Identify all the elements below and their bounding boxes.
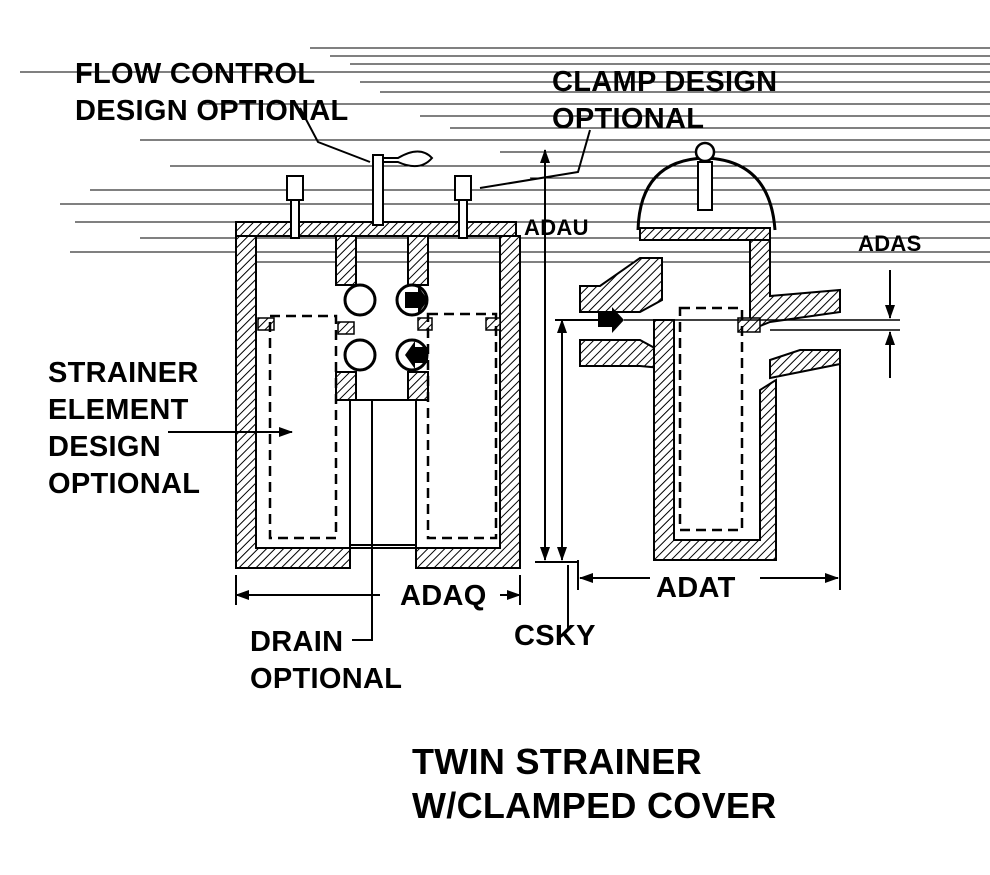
clamp-design-label: CLAMP DESIGN OPTIONAL — [552, 64, 777, 138]
dimension-lines — [168, 107, 895, 641]
left-strainer-element — [268, 314, 338, 540]
drain-label: DRAIN OPTIONAL — [250, 624, 402, 698]
scan-streaks — [20, 47, 990, 263]
strainer-element-line-3: DESIGN — [48, 431, 161, 463]
flow-control-handle — [372, 154, 384, 226]
right-strainer-element — [426, 312, 498, 540]
dim-right-pipe-label: ADAS — [858, 231, 922, 256]
flow-control-line-2: DESIGN OPTIONAL — [75, 95, 349, 127]
strainer-element-line-4: OPTIONAL — [48, 468, 201, 500]
right-chamber-wall — [415, 235, 521, 569]
title-line-1: TWIN STRAINER — [412, 741, 702, 782]
strainer-bowl — [653, 319, 777, 561]
drain-channel — [349, 399, 417, 549]
strainer-element-line-2: ELEMENT — [48, 394, 189, 426]
flow-arrow-icon — [405, 286, 428, 314]
diagram-title: TWIN STRAINER W/CLAMPED COVER — [412, 740, 777, 828]
flow-control-label: FLOW CONTROL DESIGN OPTIONAL — [75, 56, 349, 130]
outlet-pipe — [749, 239, 841, 332]
flow-arrow-icon — [405, 341, 428, 369]
drain-line-2: OPTIONAL — [250, 663, 403, 695]
flow-arrow-icon — [598, 307, 624, 333]
clamp-design-line-1: CLAMP DESIGN — [552, 66, 778, 98]
twin-strainer-body — [235, 150, 521, 569]
valve-bulb — [343, 283, 377, 317]
clamped-strainer-body — [579, 141, 900, 561]
title-line-2: W/CLAMPED COVER — [412, 785, 777, 826]
left-chamber-wall — [235, 235, 351, 569]
strainer-element — [678, 306, 744, 532]
inlet-pipe — [579, 257, 663, 313]
dim-height-label: CSKY — [514, 620, 596, 652]
dim-port-offset-label: ADAT — [656, 572, 736, 604]
strainer-element-line-1: STRAINER — [48, 357, 199, 389]
dim-width-label: ADAQ — [400, 580, 487, 612]
drain-line-1: DRAIN — [250, 626, 344, 658]
flow-control-line-1: FLOW CONTROL — [75, 58, 316, 90]
dim-clamp-label: ADAU — [524, 215, 589, 240]
strainer-element-label: STRAINER ELEMENT DESIGN OPTIONAL — [48, 355, 200, 503]
valve-bulb — [343, 338, 377, 372]
clamp-design-line-2: OPTIONAL — [552, 103, 705, 135]
